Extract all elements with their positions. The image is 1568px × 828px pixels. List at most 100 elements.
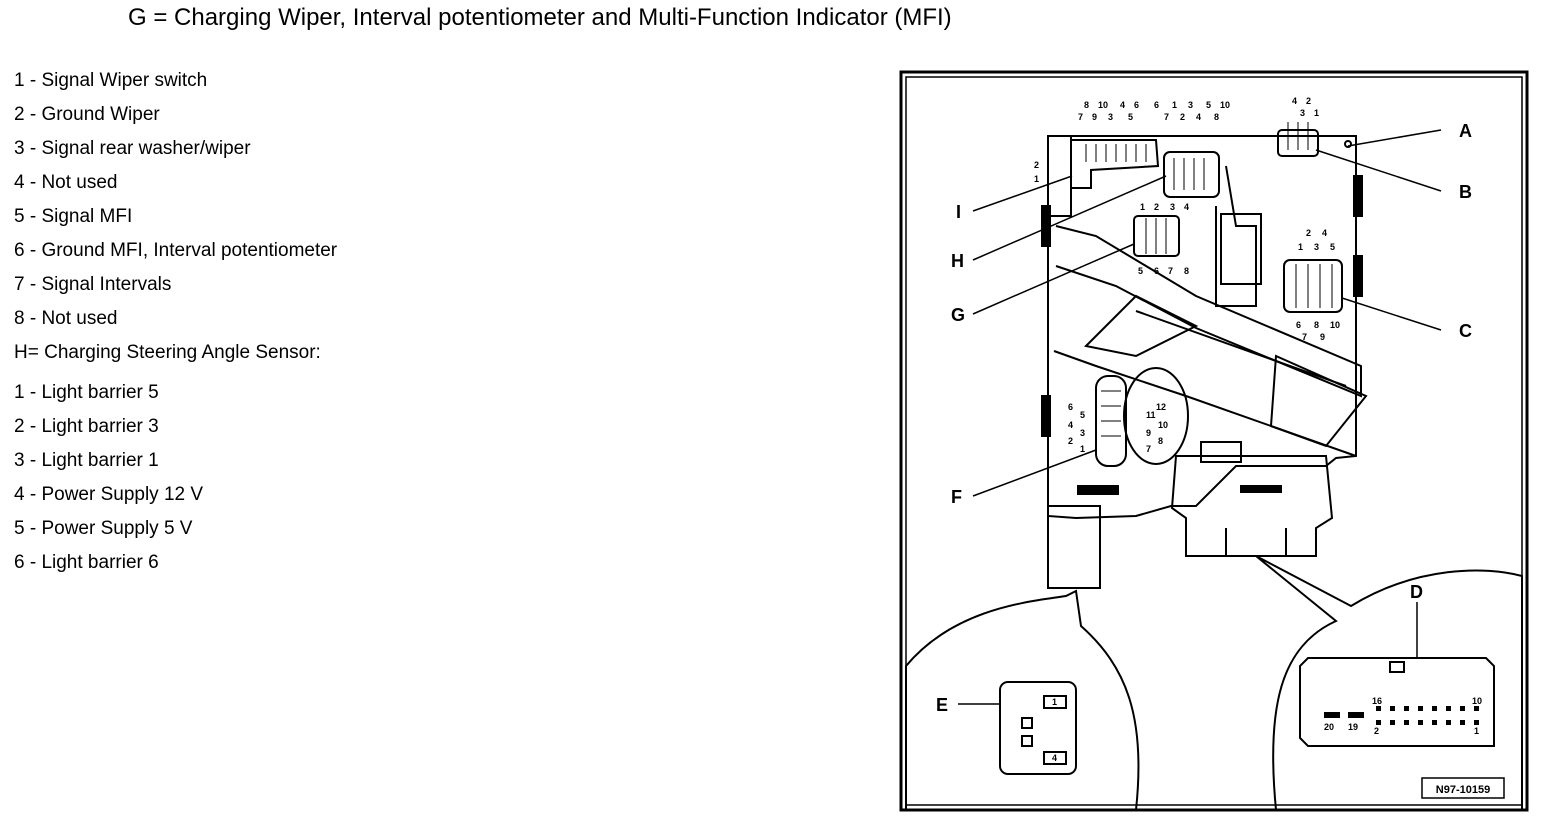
pin-label: 7: [1078, 112, 1083, 122]
pin-label: 6: [1068, 402, 1073, 412]
pin-label: 8: [1184, 266, 1189, 276]
g-pin-list: 1 - Signal Wiper switch 2 - Ground Wiper…: [14, 64, 337, 336]
connector-e-stub: [1047, 505, 1101, 589]
pin-label: 8: [1214, 112, 1219, 122]
list-item: 2 - Ground Wiper: [14, 104, 160, 125]
pin-label: 1: [1172, 100, 1177, 110]
pin-label: 20: [1324, 722, 1334, 732]
pin-label: 10: [1472, 696, 1482, 706]
pin-label: 5: [1330, 242, 1335, 252]
callout-e: E: [936, 695, 948, 715]
connector-figure: A B C D E F G H I 8 10 4 6 7 9 3 5 2 1 6…: [896, 66, 1536, 818]
callout-b: B: [1459, 182, 1472, 202]
housing-ridge-line: [1135, 310, 1347, 387]
pin-label: 2: [1374, 726, 1379, 736]
pin-label: 7: [1168, 266, 1173, 276]
connector-g: [1133, 215, 1180, 257]
pin-label: 3: [1108, 112, 1113, 122]
h-pin-list: 1 - Light barrier 5 2 - Light barrier 3 …: [14, 376, 203, 580]
pin-label: 6: [1154, 266, 1159, 276]
figure-code: N97-10159: [1436, 784, 1490, 796]
plug-rib: [1240, 485, 1282, 493]
housing-bracket: [1215, 165, 1257, 307]
pin-label: 1: [1474, 726, 1479, 736]
pin-label: 5: [1080, 410, 1085, 420]
pin-label: 1: [1314, 108, 1319, 118]
pin-label: 3: [1314, 242, 1319, 252]
pin-label: 3: [1300, 108, 1305, 118]
control-module-housing: [1047, 135, 1357, 520]
figure-inner-frame: [905, 76, 1523, 806]
pin-label: 19: [1348, 722, 1358, 732]
housing-panel: [1269, 354, 1368, 448]
figure-frame: [899, 70, 1529, 812]
pin-cavity: [1043, 751, 1067, 765]
connector-c: [1283, 259, 1343, 313]
callout-f: F: [951, 487, 962, 507]
callout-a: A: [1459, 121, 1472, 141]
sensor-housing: [1123, 367, 1189, 465]
mount-hole: [1344, 140, 1352, 148]
connector-h: [1163, 151, 1220, 198]
pin-label: 4: [1322, 228, 1327, 238]
pin-label: 10: [1330, 320, 1340, 330]
pin-label: 4: [1292, 96, 1297, 106]
pin-label: 10: [1158, 420, 1168, 430]
slot-marking: [1077, 485, 1119, 495]
figure-code-box: [1421, 777, 1505, 799]
pin-cavity: [1021, 735, 1033, 747]
relay-slot: [1220, 213, 1262, 285]
pin-label: 5: [1128, 112, 1133, 122]
list-item: 5 - Power Supply 5 V: [14, 518, 193, 539]
pin-label: 9: [1320, 332, 1325, 342]
pin-label: 6: [1296, 320, 1301, 330]
connector-e-detail: [999, 681, 1077, 775]
connector-d-detail: [1299, 657, 1495, 747]
housing-ridge: [1055, 225, 1362, 398]
pin-label: 8: [1158, 436, 1163, 446]
pin-label: 2: [1034, 160, 1039, 170]
pin-label: 1: [1034, 174, 1039, 184]
list-item: 2 - Light barrier 3: [14, 416, 159, 437]
housing-clip: [1041, 205, 1051, 247]
list-item: 6 - Ground MFI, Interval potentiometer: [14, 240, 338, 261]
connector-i: [1070, 139, 1160, 189]
callout-d: D: [1410, 582, 1423, 602]
list-item: 4 - Not used: [14, 172, 118, 193]
pin-label: 10: [1098, 100, 1108, 110]
pin-label: 3: [1188, 100, 1193, 110]
pin-label: 2: [1154, 202, 1159, 212]
list-item: 1 - Signal Wiper switch: [14, 70, 208, 91]
pin-label: 2: [1068, 436, 1073, 446]
pin-label: 1: [1298, 242, 1303, 252]
connector-d-pin-grid: [1324, 706, 1479, 725]
pin-label: 2: [1180, 112, 1185, 122]
pin-label: 7: [1146, 444, 1151, 454]
pin-label: 2: [1306, 96, 1311, 106]
list-item: 8 - Not used: [14, 308, 118, 329]
page-title: G = Charging Wiper, Interval potentiomet…: [128, 4, 952, 31]
callout-h: H: [951, 251, 964, 271]
housing-left-edge: [1047, 136, 1072, 217]
pin-cavity: [1021, 717, 1033, 729]
pin-label: 7: [1302, 332, 1307, 342]
pin-label: 7: [1164, 112, 1169, 122]
pin-label: 6: [1134, 100, 1139, 110]
pin-label: 4: [1120, 100, 1125, 110]
pin-label: 9: [1092, 112, 1097, 122]
housing-clip: [1353, 175, 1363, 217]
pin-label: 3: [1080, 428, 1085, 438]
zoom-bubble-d: [1255, 555, 1523, 811]
pin-label: 1: [1140, 202, 1145, 212]
pin-label: 3: [1170, 202, 1175, 212]
housing-clip: [1353, 255, 1363, 297]
pin-label: 4: [1196, 112, 1201, 122]
housing-clip: [1041, 395, 1051, 437]
pin-label: 1: [1080, 444, 1085, 454]
pin-label: 2: [1306, 228, 1311, 238]
h-section-header: H= Charging Steering Angle Sensor:: [14, 342, 321, 363]
leader-lines: [958, 129, 1442, 705]
list-item: 7 - Signal Intervals: [14, 274, 172, 295]
pin-label: 9: [1146, 428, 1151, 438]
callout-i: I: [956, 202, 961, 222]
